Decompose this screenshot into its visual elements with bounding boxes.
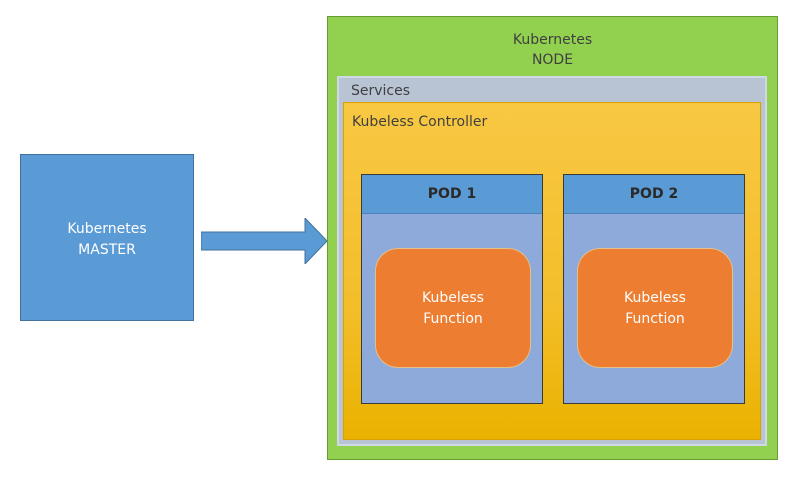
pod-1-function-line2: Function [423, 311, 483, 327]
pod-2-function-label: Kubeless Function [578, 288, 732, 330]
controller-label: Kubeless Controller [352, 114, 488, 130]
services-label: Services [351, 83, 411, 99]
pod-2-title: POD 2 [564, 175, 744, 214]
master-label-line2: MASTER [78, 242, 136, 258]
kubernetes-master-box: Kubernetes MASTER [20, 154, 194, 321]
pod-1-function-line1: Kubeless [422, 290, 484, 306]
master-label: Kubernetes MASTER [21, 219, 193, 261]
pod-2-function-line2: Function [625, 311, 685, 327]
pod-1-box: POD 1 Kubeless Function [361, 174, 543, 404]
pod-2-function-box: Kubeless Function [578, 249, 732, 367]
pod-1-function-box: Kubeless Function [376, 249, 530, 367]
node-label: Kubernetes NODE [328, 30, 777, 70]
master-label-line1: Kubernetes [67, 221, 147, 237]
right-arrow-icon [201, 218, 327, 264]
node-label-line1: Kubernetes [512, 32, 593, 48]
pod-2-function-line1: Kubeless [624, 290, 686, 306]
pod-1-function-label: Kubeless Function [376, 288, 530, 330]
node-label-line2: NODE [531, 52, 574, 68]
pod-2-box: POD 2 Kubeless Function [563, 174, 745, 404]
pod-1-title: POD 1 [362, 175, 542, 214]
